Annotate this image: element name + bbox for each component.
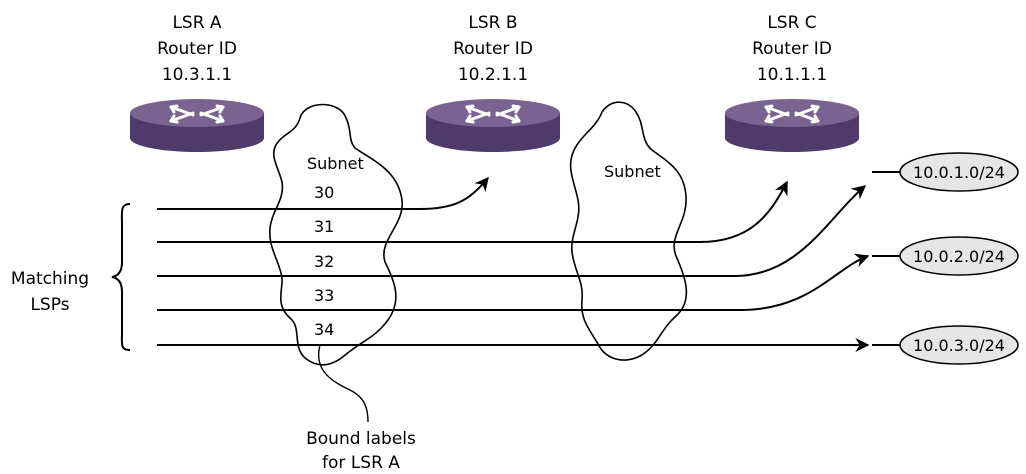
subnet-b-label: Subnet [604,162,661,181]
router-a-ip: 10.3.1.1 [162,65,232,85]
router-c-icon [725,99,859,152]
destination-3: 10.0.3.0/24 [899,325,1019,365]
bound-labels-pointer [318,344,369,423]
router-c-ip: 10.1.1.1 [757,65,827,85]
lsp-line-31 [157,180,788,243]
lsp-line-33 [157,253,870,311]
router-a-id-label: Router ID [157,39,237,59]
router-a-icon [130,99,264,152]
destination-1-label: 10.0.1.0/24 [913,163,1005,182]
router-b-caption: LSR B Router ID 10.2.1.1 [453,13,533,85]
lsp-line-32 [157,185,867,277]
destination-1: 10.0.1.0/24 [899,152,1019,192]
router-a-caption: LSR A Router ID 10.3.1.1 [157,13,237,85]
bound-label-line2: for LSR A [322,453,400,473]
router-c-name: LSR C [767,13,816,33]
label-32: 32 [314,252,334,271]
label-33: 33 [314,286,334,305]
lsp-line-30 [157,176,489,210]
label-30: 30 [314,183,334,202]
label-31: 31 [314,217,334,236]
router-b-name: LSR B [468,13,517,33]
matching-label-line2: LSPs [30,295,69,315]
router-c-id-label: Router ID [752,39,832,59]
subnet-cloud-b [569,101,688,361]
destination-2-label: 10.0.2.0/24 [913,247,1005,266]
bound-label-line1: Bound labels [306,429,416,449]
router-a-name: LSR A [172,13,221,33]
matching-label-line1: Matching [11,269,89,289]
subnet-cloud-a [269,103,403,366]
destination-3-label: 10.0.3.0/24 [913,336,1005,355]
label-34: 34 [314,320,334,339]
router-c-caption: LSR C Router ID 10.1.1.1 [752,13,832,85]
router-b-ip: 10.2.1.1 [458,65,528,85]
subnet-a-label: Subnet [307,154,364,173]
matching-brace [111,203,131,351]
destination-2: 10.0.2.0/24 [899,236,1019,276]
router-b-id-label: Router ID [453,39,533,59]
router-b-icon [426,99,560,152]
